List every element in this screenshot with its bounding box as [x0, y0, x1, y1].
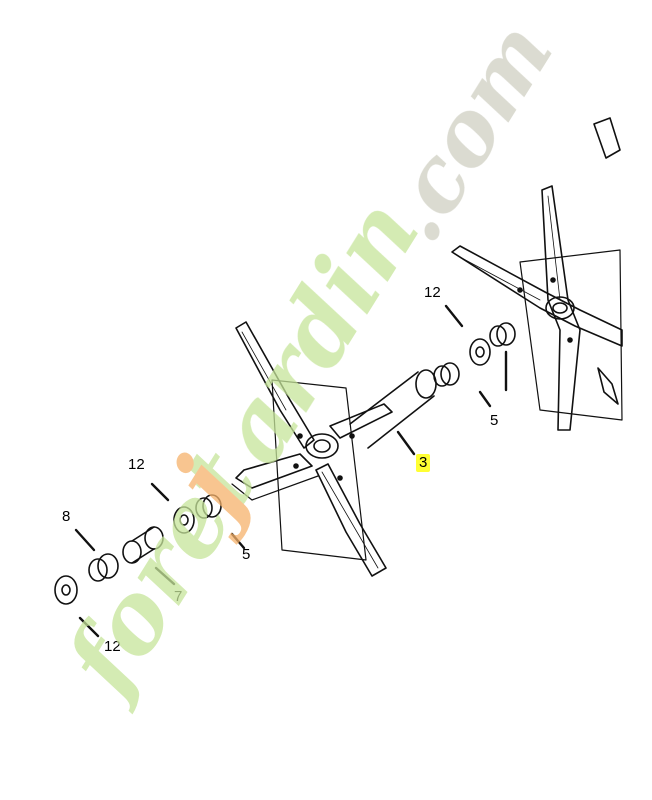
part-label-12-mid: 12 — [128, 456, 145, 473]
washer-12-bottom — [54, 575, 78, 605]
part-label-3: 3 — [416, 454, 431, 472]
part-label-7: 7 — [174, 588, 183, 605]
part-label-12-top: 12 — [424, 284, 441, 301]
part-label-12-bottom: 12 — [104, 638, 121, 655]
part-label-8: 8 — [62, 508, 71, 525]
center-tine-assembly — [231, 321, 437, 577]
bushing-5-right — [433, 322, 516, 387]
part-label-5-mid: 5 — [242, 546, 251, 563]
washer-12-right — [469, 338, 491, 366]
bushing-8 — [88, 553, 119, 582]
spacer-tube-7 — [122, 526, 164, 564]
bushing-5-mid — [195, 494, 222, 519]
part-label-5-right: 5 — [490, 412, 499, 429]
leader-lines — [74, 304, 508, 638]
washer-12-mid — [173, 506, 195, 534]
right-tine-assembly — [451, 117, 623, 431]
